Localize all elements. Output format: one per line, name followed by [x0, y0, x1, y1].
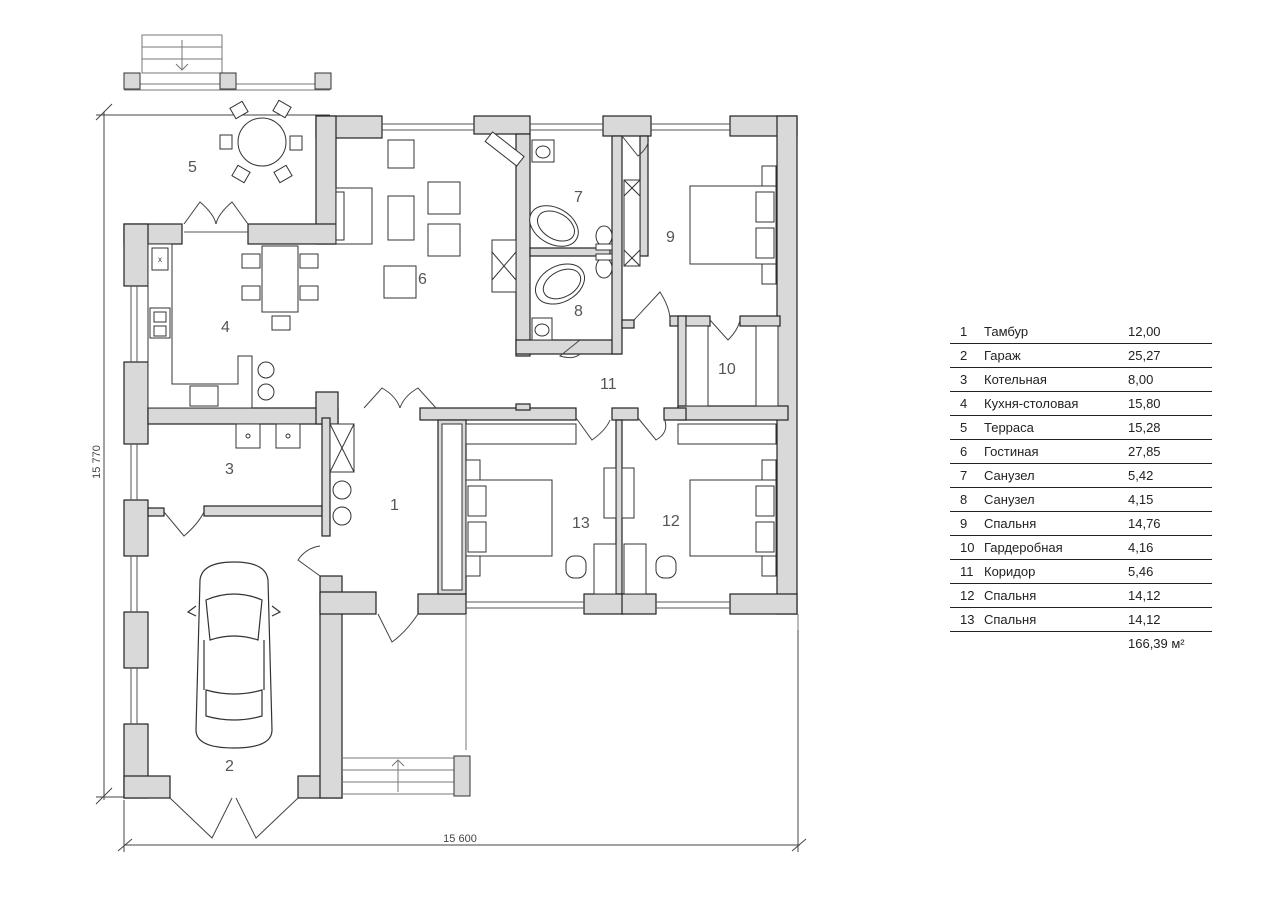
legend-area: 15,28: [1128, 420, 1161, 435]
legend-name: Санузел: [984, 468, 1035, 483]
legend-total-area: 166,39 м²: [1128, 636, 1185, 651]
legend-area: 27,85: [1128, 444, 1161, 459]
kitchen-furniture: x: [147, 243, 319, 409]
boiler-vestibule-furniture: [235, 423, 355, 526]
floor-plan: 15 770 15 600: [91, 34, 807, 852]
legend-row: 8 Санузел 4,15: [950, 488, 1212, 512]
legend-area: 8,00: [1128, 372, 1154, 387]
room-label-8: 8: [574, 303, 583, 320]
legend-name: Спальня: [984, 516, 1037, 531]
terrace-posts: [123, 72, 332, 90]
legend-row: 5 Терраса 15,28: [950, 416, 1212, 440]
legend-num: 4: [960, 396, 968, 411]
room-label-5: 5: [188, 159, 197, 176]
legend-name: Спальня: [984, 588, 1037, 603]
legend-num: 2: [960, 348, 968, 363]
legend-name: Санузел: [984, 492, 1035, 507]
bathroom-furniture: [529, 139, 641, 341]
legend-num: 3: [960, 372, 968, 387]
legend-row: 4 Кухня-столовая 15,80: [950, 392, 1212, 416]
legend-area: 15,80: [1128, 396, 1161, 411]
legend-num: 10: [960, 540, 975, 555]
legend-name: Котельная: [984, 372, 1047, 387]
legend-name: Гардеробная: [984, 540, 1063, 555]
legend-row: 7 Санузел 5,42: [950, 464, 1212, 488]
room-label-11: 11: [600, 376, 617, 393]
bedroom-furniture: [441, 165, 779, 595]
legend-num: 13: [960, 612, 975, 627]
room-label-1: 1: [390, 497, 399, 514]
svg-text:x: x: [158, 255, 162, 264]
legend-num: 1: [960, 324, 968, 339]
legend-name: Кухня-столовая: [984, 396, 1079, 411]
legend-name: Терраса: [984, 420, 1034, 435]
entrance-steps: [342, 614, 799, 795]
legend-area: 5,42: [1128, 468, 1154, 483]
legend-row: 10 Гардеробная 4,16: [950, 536, 1212, 560]
legend-area: 14,76: [1128, 516, 1161, 531]
room-label-3: 3: [225, 461, 234, 478]
legend-name: Спальня: [984, 612, 1037, 627]
legend-name: Коридор: [984, 564, 1036, 579]
room-label-2: 2: [225, 758, 234, 775]
legend-num: 7: [960, 468, 968, 483]
legend-area: 4,15: [1128, 492, 1154, 507]
legend-name: Гостиная: [984, 444, 1039, 459]
room-labels: 1 2 3 4 5 6 7 8 9 10 11 12 13: [188, 159, 736, 775]
legend-area: 12,00: [1128, 324, 1161, 339]
room-label-10: 10: [718, 361, 736, 378]
living-furniture: [335, 131, 525, 299]
legend-area: 5,46: [1128, 564, 1154, 579]
legend-num: 8: [960, 492, 968, 507]
room-label-13: 13: [572, 515, 590, 532]
windows: [130, 123, 730, 724]
legend-area: 14,12: [1128, 588, 1161, 603]
terrace-dining-set-icon: [219, 99, 303, 184]
legend-row: 12 Спальня 14,12: [950, 584, 1212, 608]
entrance-post: [453, 755, 471, 797]
car-icon: [186, 561, 282, 749]
legend-num: 5: [960, 420, 968, 435]
door-swings: [163, 135, 741, 839]
legend-num: 9: [960, 516, 968, 531]
legend-row: 9 Спальня 14,76: [950, 512, 1212, 536]
legend-row: 2 Гараж 25,27: [950, 344, 1212, 368]
room-label-7: 7: [574, 189, 583, 206]
legend-area: 14,12: [1128, 612, 1161, 627]
room-label-6: 6: [418, 271, 427, 288]
legend-row: 6 Гостиная 27,85: [950, 440, 1212, 464]
legend-num: 12: [960, 588, 975, 603]
legend-row: 11 Коридор 5,46: [950, 560, 1212, 584]
terrace-steps: [124, 34, 330, 91]
legend-area: 25,27: [1128, 348, 1161, 363]
dimension-lines: [95, 103, 807, 852]
legend-row: 3 Котельная 8,00: [950, 368, 1212, 392]
legend-name: Гараж: [984, 348, 1021, 363]
room-label-12: 12: [662, 513, 680, 530]
legend-name: Тамбур: [984, 324, 1029, 339]
legend-num: 6: [960, 444, 968, 459]
legend-row: 1 Тамбур 12,00: [950, 320, 1212, 344]
dimension-width-label: 15 600: [443, 833, 477, 845]
legend-num: 11: [960, 564, 974, 579]
dimension-height-label: 15 770: [91, 445, 103, 479]
legend-row: 13 Спальня 14,12: [950, 608, 1212, 632]
legend-area: 4,16: [1128, 540, 1154, 555]
room-label-9: 9: [666, 229, 675, 246]
room-label-4: 4: [221, 319, 230, 336]
